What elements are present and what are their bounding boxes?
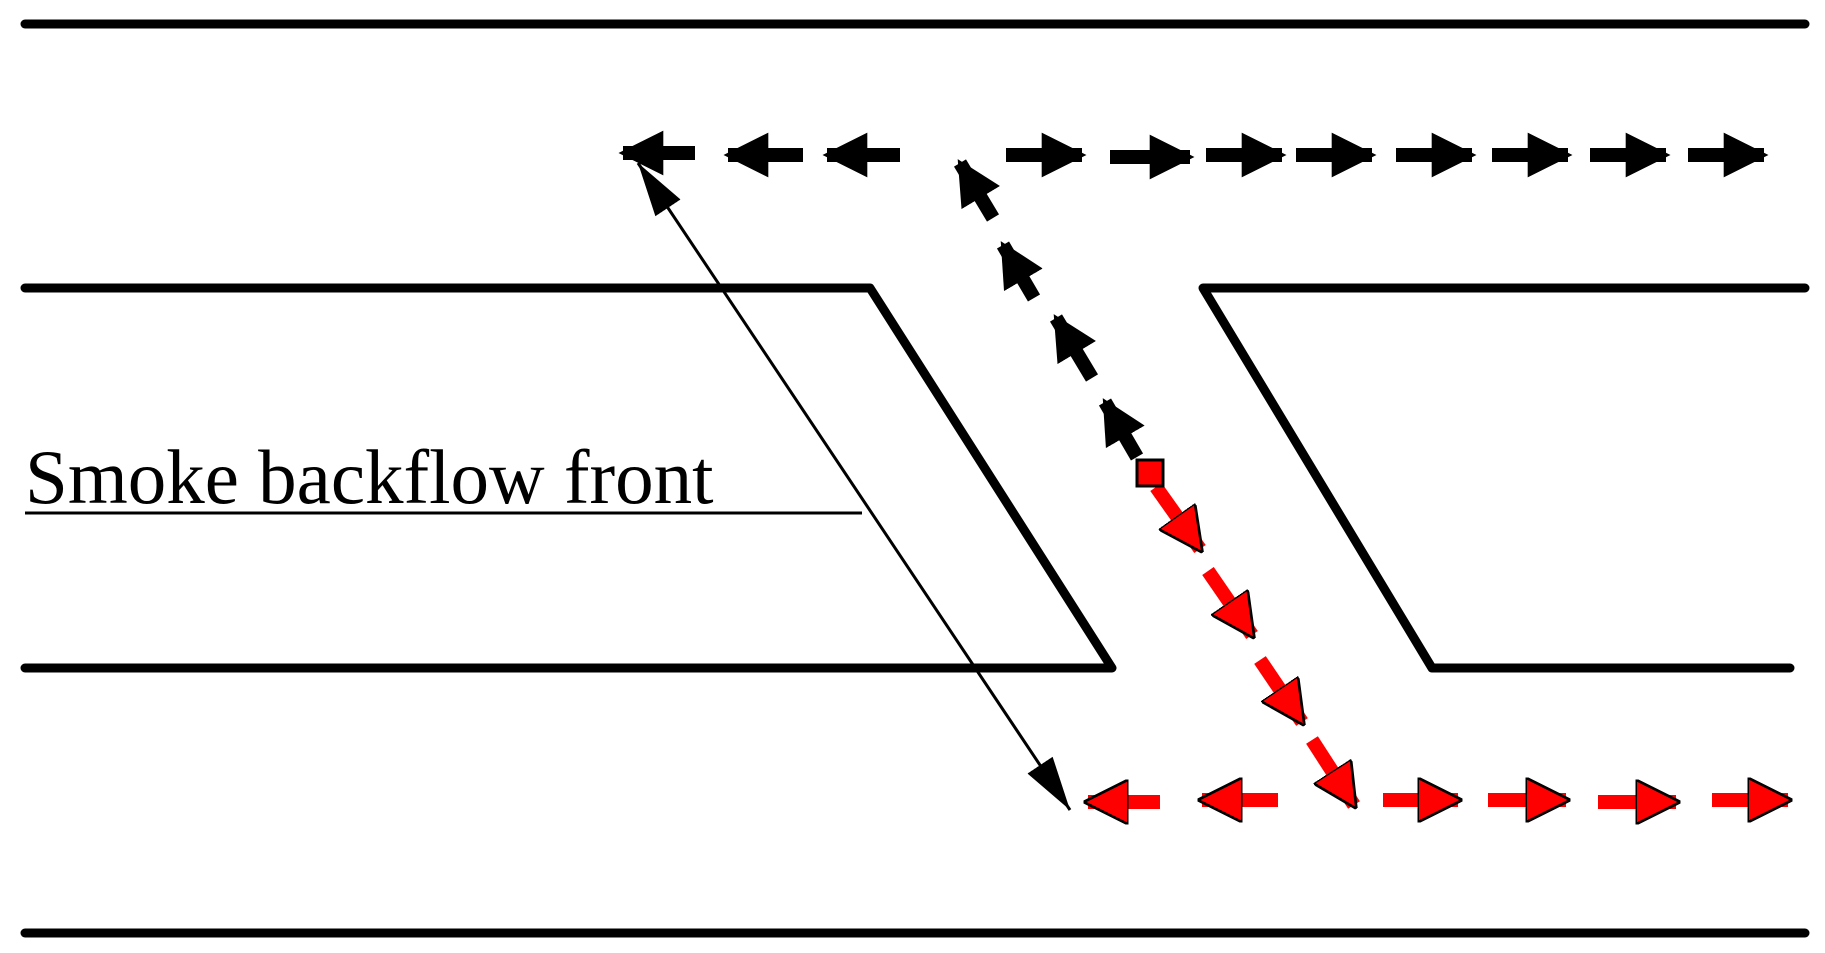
- upper-right-tube-wall: [1198, 283, 1810, 673]
- upper-smoke-flow: [618, 130, 1769, 461]
- passage-flow-arrow-up: [996, 241, 1043, 302]
- passage-flow-arrow-down: [1202, 567, 1258, 635]
- passage-flow-arrow-down: [1306, 736, 1360, 805]
- backflow-front-double-arrow: [636, 162, 1072, 811]
- passage-flow-arrow-down: [1150, 482, 1206, 549]
- passage-flow-arrow-down: [1254, 656, 1308, 722]
- lower-smoke-flow: [1088, 482, 1788, 805]
- passage-flow-arrow-up: [1098, 398, 1145, 461]
- smoke-backflow-front-label: Smoke backflow front: [25, 434, 714, 520]
- passage-flow-arrow-up: [953, 159, 1000, 222]
- passage-flow-arrow-up: [1049, 314, 1099, 382]
- smoke-source-marker: [1135, 458, 1165, 488]
